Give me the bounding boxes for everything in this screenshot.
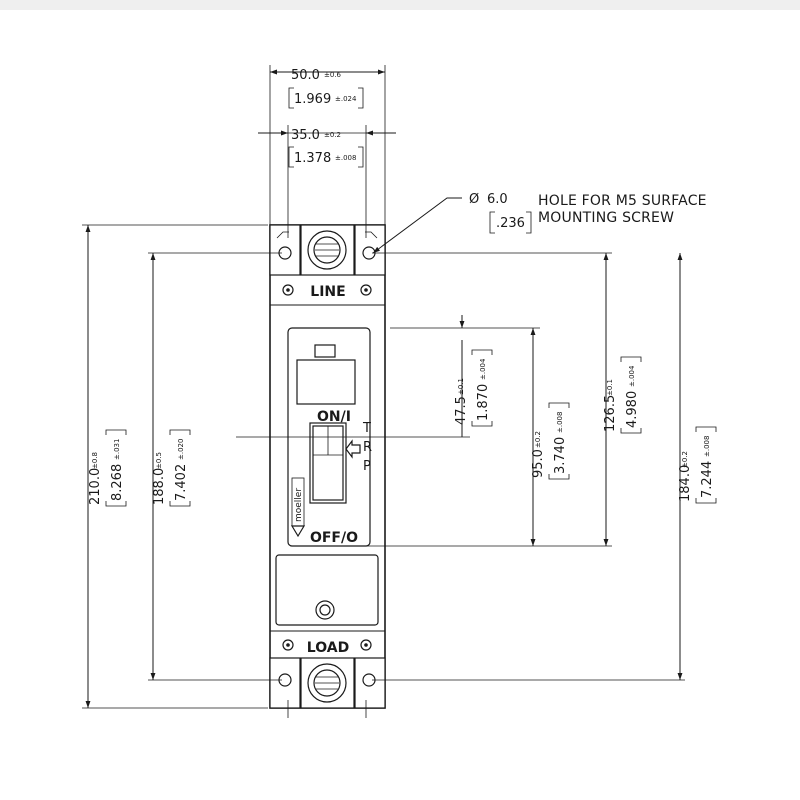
svg-text:±0.6: ±0.6 — [324, 71, 342, 79]
svg-text:7.402: 7.402 — [174, 464, 189, 501]
brand-label: moeller — [294, 488, 304, 522]
svg-text:±.008: ±.008 — [556, 412, 564, 433]
top-band — [0, 0, 800, 10]
toggle-handle — [309, 422, 347, 504]
brand-arrow-icon — [290, 477, 306, 538]
trip-letter-t: T — [362, 421, 371, 436]
svg-text:±0.2: ±0.2 — [324, 131, 341, 139]
svg-text:8.268: 8.268 — [110, 464, 125, 501]
svg-text:±0.5: ±0.5 — [155, 452, 163, 469]
on-label: ON/I — [317, 409, 351, 425]
svg-text:6.0: 6.0 — [487, 192, 508, 207]
dimension-lines — [85, 69, 683, 708]
svg-text:±.031: ±.031 — [113, 439, 121, 460]
svg-text:±.024: ±.024 — [335, 95, 357, 103]
trip-letter-p: P — [363, 459, 371, 474]
svg-text:HOLE FOR M5 SURFACE: HOLE FOR M5 SURFACE — [538, 193, 707, 209]
dim-height-holes: 188.0 ±0.5 7.402 ±.020 — [152, 429, 191, 507]
dim-height-overall: 210.0 ±0.8 8.268 ±.031 — [88, 429, 127, 507]
svg-text:±.008: ±.008 — [335, 154, 356, 162]
svg-text:±0.1: ±0.1 — [606, 379, 614, 396]
line-label: LINE — [310, 284, 345, 300]
svg-text:±.004: ±.004 — [628, 365, 636, 387]
dim-width-overall: 50.0 ±0.6 1.969 ±.024 — [288, 68, 364, 109]
load-label: LOAD — [307, 640, 349, 656]
svg-text:±0.2: ±0.2 — [534, 431, 542, 448]
line-mount-screws — [282, 284, 372, 296]
trip-letter-r: R — [363, 440, 372, 455]
dim-width-holes: 35.0 ±0.2 1.378 ±.008 — [288, 128, 364, 168]
svg-text:126.5: 126.5 — [603, 395, 618, 432]
svg-text:1.378: 1.378 — [294, 151, 331, 166]
line-terminal-block — [269, 224, 386, 276]
hole-note: Ø 6.0 .236 HOLE FOR M5 SURFACE MOUNTING … — [469, 192, 707, 234]
off-label: OFF/O — [310, 530, 358, 546]
svg-text:4.980: 4.980 — [625, 391, 640, 428]
svg-text:Ø: Ø — [469, 192, 479, 207]
svg-text:47.5: 47.5 — [454, 396, 469, 425]
svg-text:±0.1: ±0.1 — [457, 378, 465, 395]
lower-panel — [275, 554, 379, 626]
svg-text:35.0: 35.0 — [291, 128, 320, 143]
svg-text:50.0: 50.0 — [291, 68, 320, 83]
svg-text:3.740: 3.740 — [553, 437, 568, 474]
dim-to-off: 95.0 ±0.2 3.740 ±.008 — [531, 402, 570, 480]
svg-text:±0.2: ±0.2 — [681, 451, 689, 468]
extension-lines — [82, 65, 685, 718]
load-mount-screws — [282, 639, 372, 651]
svg-text:210.0: 210.0 — [88, 468, 103, 505]
svg-text:188.0: 188.0 — [152, 468, 167, 505]
svg-text:±.020: ±.020 — [177, 439, 185, 460]
svg-text:±.004: ±.004 — [479, 358, 487, 380]
dim-to-face: 126.5 ±0.1 4.980 ±.004 — [603, 356, 642, 434]
svg-text:±.008: ±.008 — [703, 436, 711, 457]
svg-text:184.0: 184.0 — [678, 465, 693, 502]
svg-text:1.969: 1.969 — [294, 92, 331, 107]
svg-text:7.244: 7.244 — [700, 461, 715, 498]
svg-text:.236: .236 — [496, 216, 525, 231]
dim-to-on: 47.5 ±0.1 1.870 ±.004 — [454, 349, 493, 427]
svg-text:MOUNTING SCREW: MOUNTING SCREW — [538, 210, 674, 226]
svg-text:1.870: 1.870 — [476, 384, 491, 421]
load-terminal-block — [269, 657, 386, 709]
dim-terminals: 184.0 ±0.2 7.244 ±.008 — [678, 426, 717, 504]
svg-text:±0.8: ±0.8 — [91, 452, 99, 469]
svg-text:95.0: 95.0 — [531, 449, 546, 478]
trip-arrow-icon — [345, 439, 361, 459]
